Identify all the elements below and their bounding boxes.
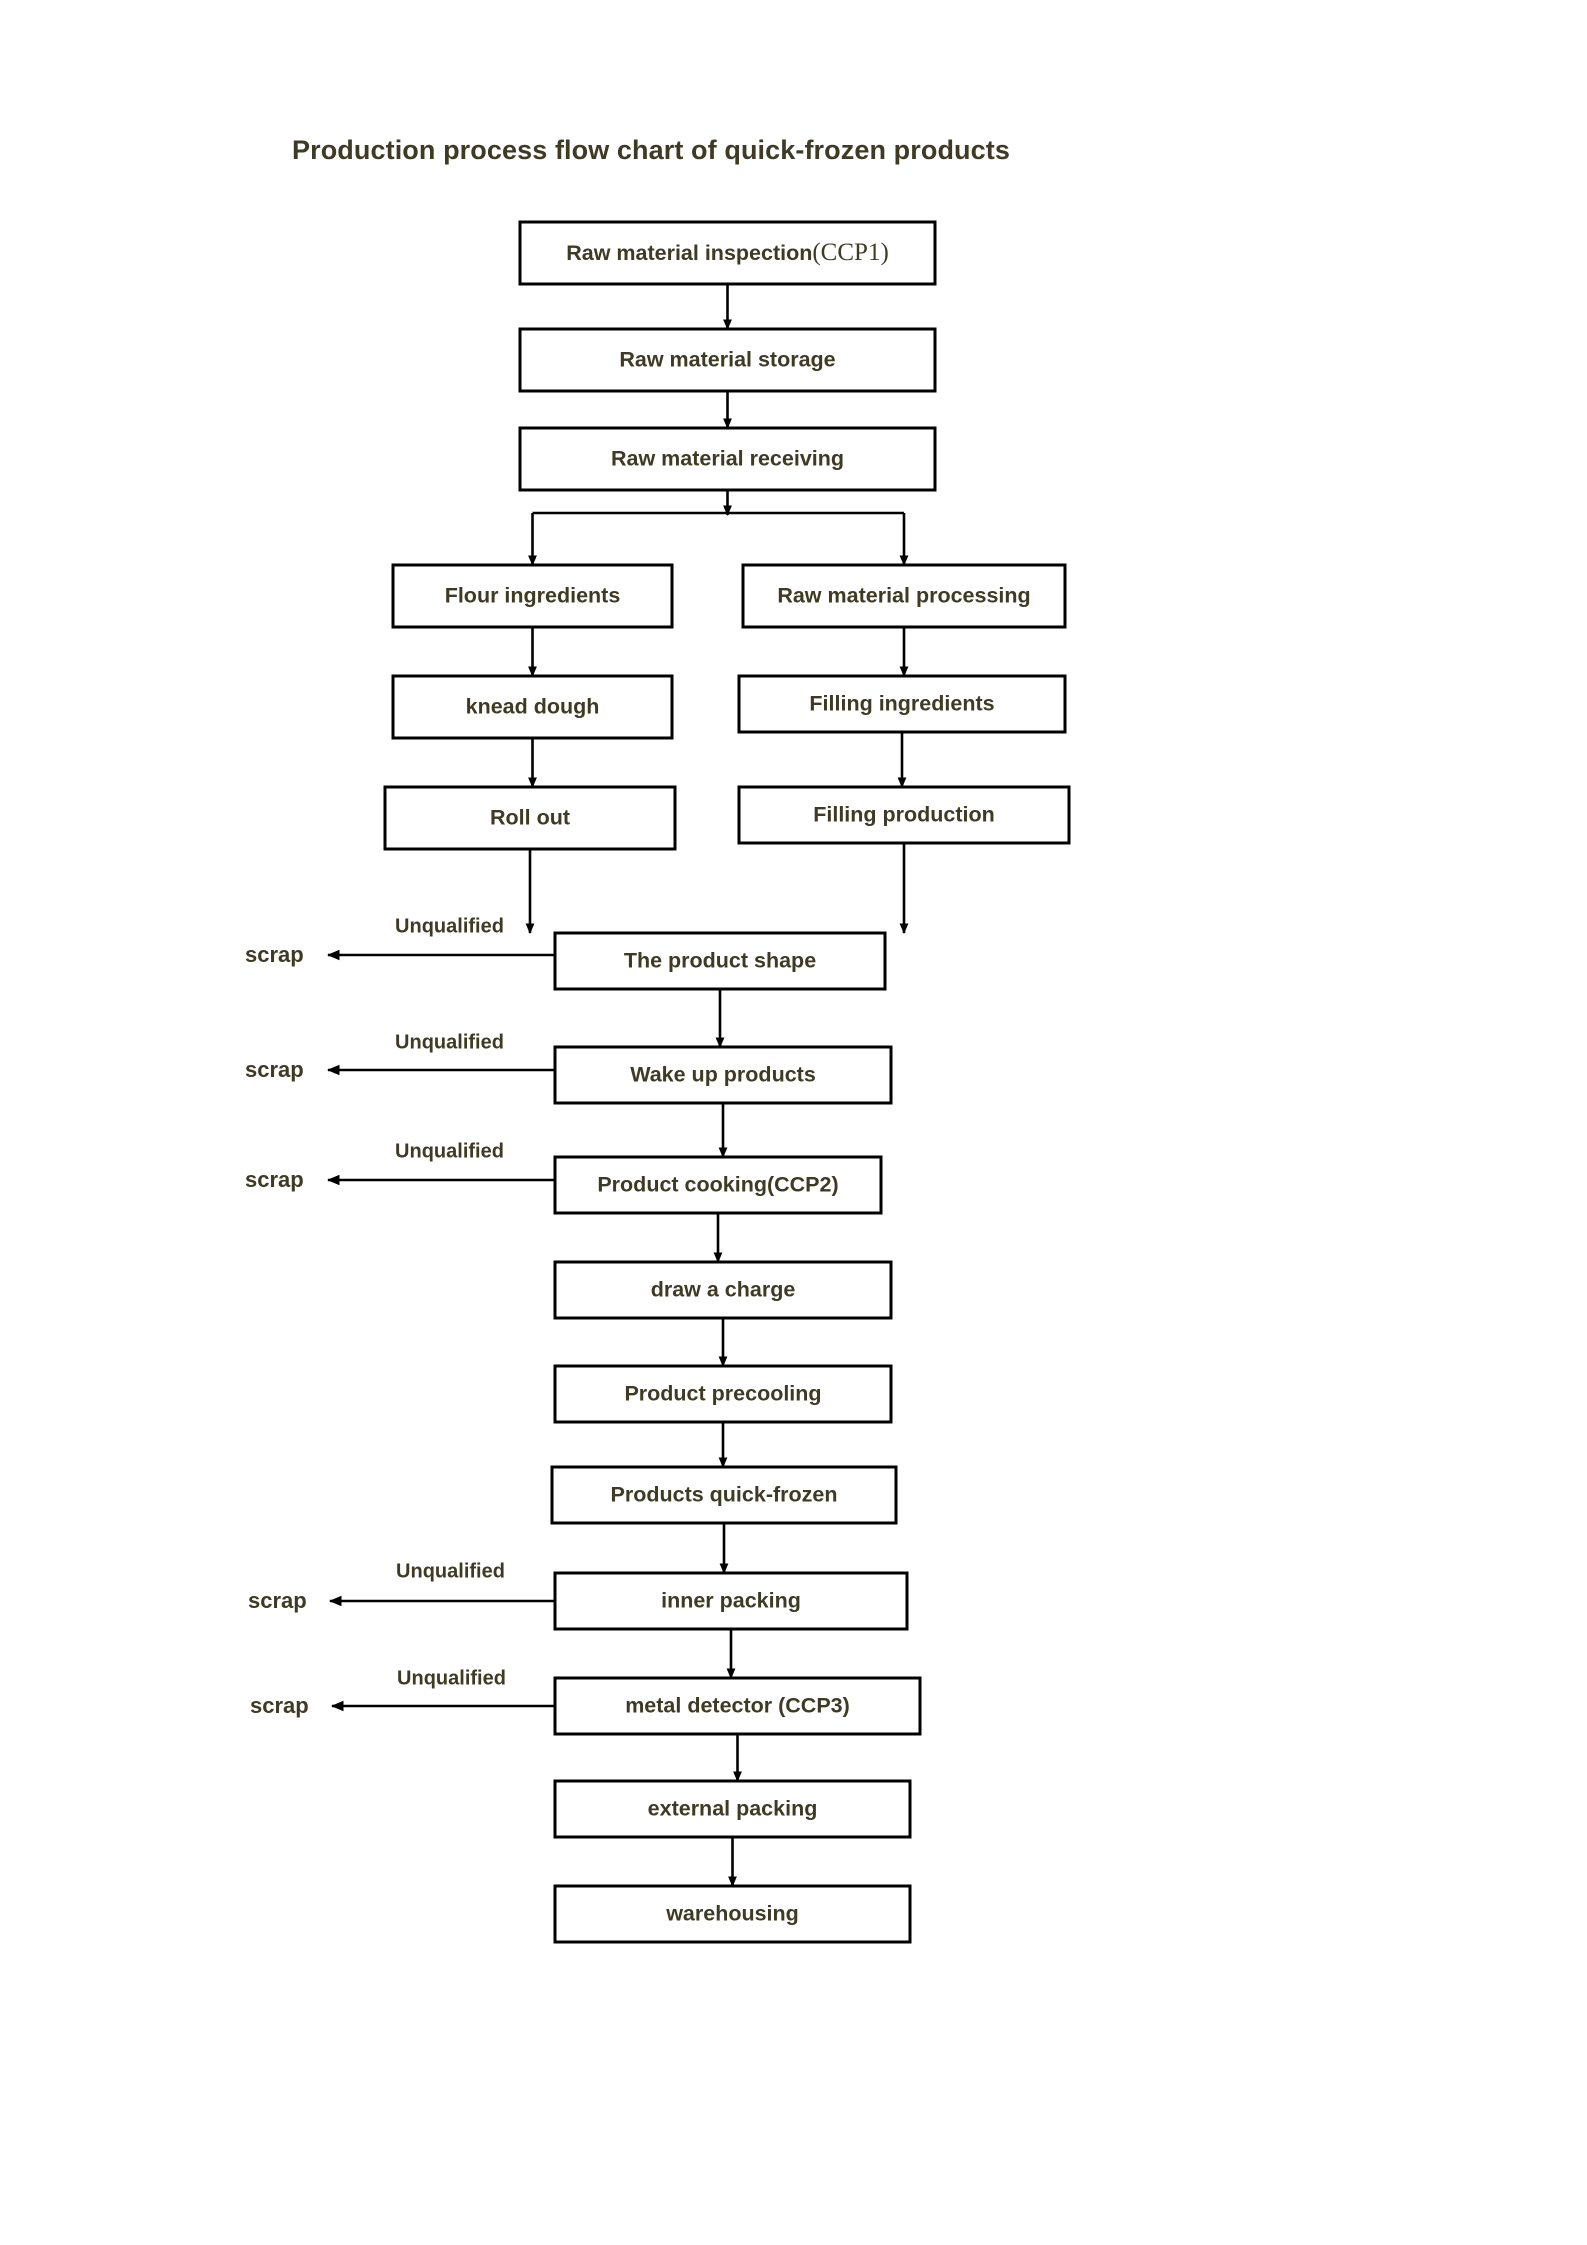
node-label: Flour ingredients bbox=[445, 584, 621, 608]
node-label: Raw material storage bbox=[619, 348, 835, 372]
scrap-label: scrap bbox=[248, 1588, 307, 1613]
node-label: draw a charge bbox=[651, 1278, 796, 1302]
node-label: Product cooking(CCP2) bbox=[597, 1173, 838, 1197]
node-label: Raw material processing bbox=[777, 584, 1030, 608]
node-label: Filling ingredients bbox=[809, 692, 994, 716]
connector-split-raw-material-receiving bbox=[528, 490, 909, 566]
node-box bbox=[518, 327, 937, 393]
scrap-label: scrap bbox=[245, 1167, 304, 1192]
edge-label-unqualified: Unqualified bbox=[395, 1140, 504, 1162]
scrap-label: scrap bbox=[250, 1693, 309, 1718]
flow-node-draw-a-charge[interactable]: draw a charge bbox=[553, 1260, 893, 1320]
node-label: knead dough bbox=[466, 695, 600, 719]
flow-node-product-cooking-ccp2[interactable]: Product cooking(CCP2) bbox=[553, 1155, 883, 1215]
node-label: metal detector (CCP3) bbox=[625, 1694, 850, 1718]
reject-branch-r1: Unqualified scrap bbox=[245, 915, 555, 967]
node-label: Raw material receiving bbox=[611, 447, 844, 471]
reject-branch-r2: Unqualified scrap bbox=[245, 1031, 555, 1082]
edge-label-unqualified: Unqualified bbox=[397, 1667, 506, 1689]
node-box bbox=[553, 1260, 893, 1320]
node-box bbox=[553, 1364, 893, 1424]
node-box bbox=[518, 220, 937, 286]
node-box bbox=[553, 931, 887, 991]
node-box bbox=[553, 1884, 912, 1944]
node-label: Product precooling bbox=[624, 1382, 821, 1406]
node-box bbox=[553, 1779, 912, 1839]
flow-node-the-product-shape[interactable]: The product shape bbox=[553, 931, 887, 991]
node-box bbox=[391, 674, 674, 740]
node-box bbox=[553, 1155, 883, 1215]
edges-layer bbox=[525, 284, 909, 1887]
node-box bbox=[383, 785, 677, 851]
flow-node-products-quick-frozen[interactable]: Products quick-frozen bbox=[550, 1465, 898, 1525]
flow-node-product-precooling[interactable]: Product precooling bbox=[553, 1364, 893, 1424]
node-label: Products quick-frozen bbox=[611, 1483, 838, 1507]
node-label: Roll out bbox=[490, 806, 570, 830]
flow-node-inner-packing[interactable]: inner packing bbox=[553, 1571, 909, 1631]
node-label: Wake up products bbox=[630, 1063, 816, 1087]
flow-node-filling-production[interactable]: Filling production bbox=[737, 785, 1071, 845]
page-title: Production process flow chart of quick-f… bbox=[292, 135, 1010, 165]
node-box bbox=[553, 1676, 922, 1736]
node-box bbox=[518, 426, 937, 492]
nodes-layer: Raw material inspection(CCP1) Raw materia… bbox=[383, 220, 1071, 1944]
node-box bbox=[553, 1571, 909, 1631]
node-label: warehousing bbox=[665, 1902, 799, 1926]
node-label: inner packing bbox=[661, 1589, 801, 1613]
flow-node-external-packing[interactable]: external packing bbox=[553, 1779, 912, 1839]
flow-node-raw-material-inspection-ccp1[interactable]: Raw material inspection(CCP1) bbox=[518, 220, 937, 286]
node-box bbox=[737, 674, 1067, 734]
node-label: Filling production bbox=[813, 803, 995, 827]
flow-node-knead-dough[interactable]: knead dough bbox=[391, 674, 674, 740]
flow-node-wake-up-products[interactable]: Wake up products bbox=[553, 1045, 893, 1105]
flow-node-flour-ingredients[interactable]: Flour ingredients bbox=[391, 563, 674, 629]
node-label: external packing bbox=[648, 1797, 818, 1821]
node-box bbox=[391, 563, 674, 629]
reject-branch-r4: Unqualified scrap bbox=[248, 1560, 555, 1613]
flow-node-metal-detector-ccp3[interactable]: metal detector (CCP3) bbox=[553, 1676, 922, 1736]
reject-branch-r3: Unqualified scrap bbox=[245, 1140, 555, 1192]
reject-branches-layer: UnqualifiedscrapUnqualifiedscrapUnqualif… bbox=[245, 915, 555, 1718]
node-box bbox=[550, 1465, 898, 1525]
node-box bbox=[553, 1045, 893, 1105]
flow-node-raw-material-receiving[interactable]: Raw material receiving bbox=[518, 426, 937, 492]
flow-node-roll-out[interactable]: Roll out bbox=[383, 785, 677, 851]
flow-node-raw-material-storage[interactable]: Raw material storage bbox=[518, 327, 937, 393]
scrap-label: scrap bbox=[245, 1057, 304, 1082]
node-box bbox=[741, 563, 1067, 629]
reject-branch-r5: Unqualified scrap bbox=[250, 1667, 555, 1718]
node-label: The product shape bbox=[624, 949, 816, 973]
scrap-label: scrap bbox=[245, 942, 304, 967]
edge-label-unqualified: Unqualified bbox=[395, 915, 504, 937]
edge-label-unqualified: Unqualified bbox=[395, 1031, 504, 1053]
flow-node-filling-ingredients[interactable]: Filling ingredients bbox=[737, 674, 1067, 734]
edge-label-unqualified: Unqualified bbox=[396, 1560, 505, 1582]
flow-node-raw-material-processing[interactable]: Raw material processing bbox=[741, 563, 1067, 629]
node-label: Raw material inspection(CCP1) bbox=[566, 239, 889, 266]
node-box bbox=[737, 785, 1071, 845]
flow-node-warehousing[interactable]: warehousing bbox=[553, 1884, 912, 1944]
